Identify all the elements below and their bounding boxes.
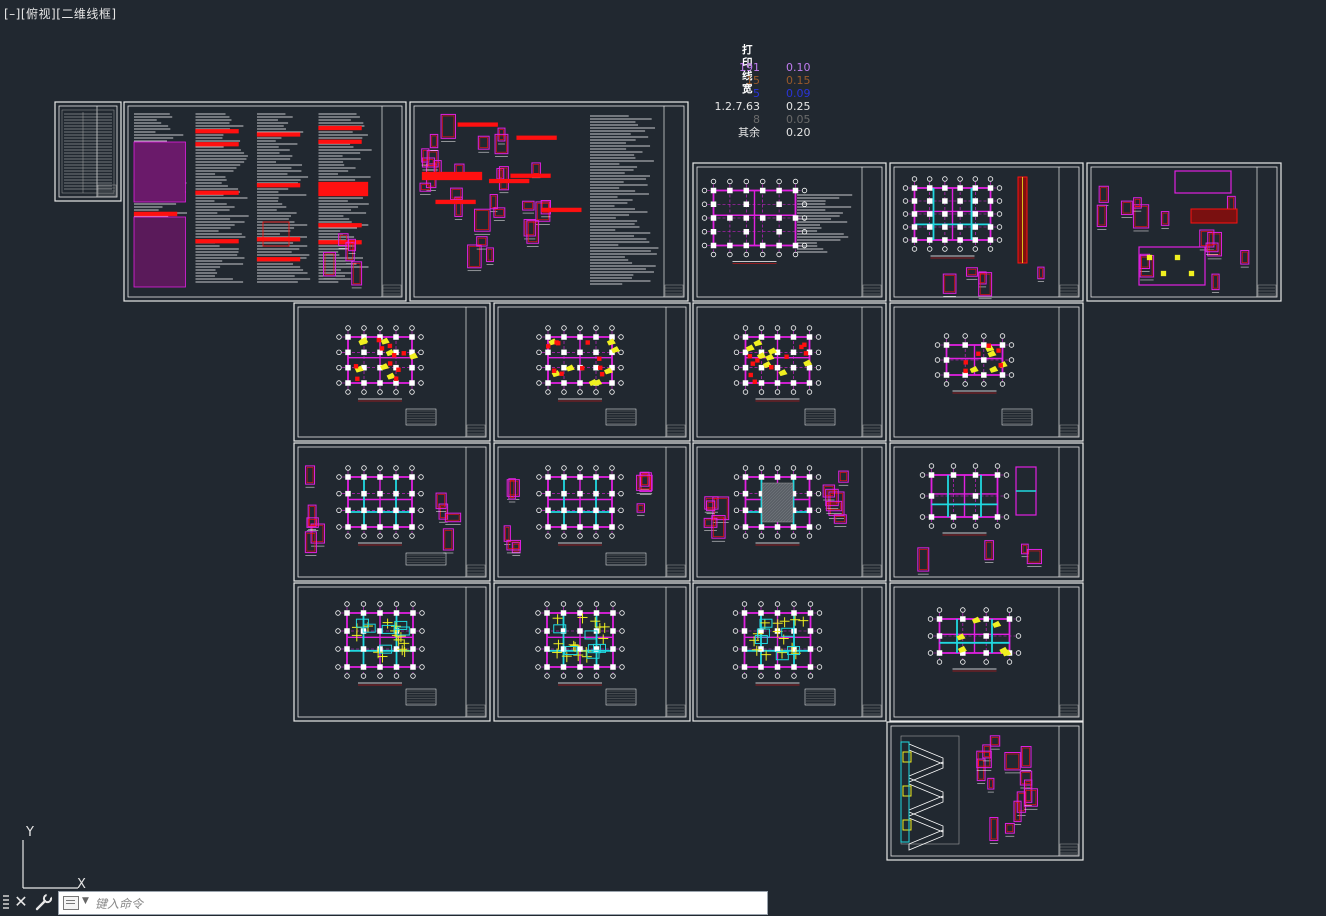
lineweight-width: 0.25 <box>786 100 811 113</box>
drawing-sheet-plan-grid[interactable] <box>692 162 887 302</box>
command-input-box: ▼ <box>58 891 768 915</box>
lineweight-color-label: 8 <box>753 113 760 126</box>
drawing-sheet-slab-rebar[interactable] <box>493 582 691 722</box>
lineweight-width: 0.20 <box>786 126 811 139</box>
drawing-sheet-column-plan[interactable] <box>493 302 691 442</box>
command-line-grip[interactable] <box>3 895 9 909</box>
drawing-sheet-index[interactable] <box>54 101 122 202</box>
drawing-sheet-slab-rebar[interactable] <box>293 582 491 722</box>
viewport-minimize[interactable]: [–] <box>4 7 21 21</box>
drawing-sheet-slab-rebar[interactable] <box>692 582 887 722</box>
wrench-icon[interactable] <box>34 892 54 912</box>
lineweight-width: 0.15 <box>786 74 811 87</box>
drawing-sheet-column-plan[interactable] <box>293 302 491 442</box>
command-input[interactable] <box>93 893 757 915</box>
drawing-sheet-column-plan-small[interactable] <box>889 302 1084 442</box>
drawing-sheet-beam-plan[interactable] <box>293 442 491 582</box>
drawing-sheet-roof-plan[interactable] <box>889 442 1084 582</box>
chevron-down-icon[interactable]: ▼ <box>82 896 89 906</box>
visual-style-menu[interactable]: [二维线框] <box>56 7 117 21</box>
ucs-y-label: Y <box>25 825 34 840</box>
drawing-sheet-roof-slab[interactable] <box>889 582 1084 722</box>
viewport-controls: [–][俯视][二维线框] <box>4 5 117 22</box>
ucs-x-label: X <box>77 877 86 892</box>
lineweight-title: 打印线宽 <box>742 44 753 95</box>
command-history-icon[interactable] <box>63 896 79 910</box>
drawing-sheet-foundation-details[interactable] <box>1086 162 1282 302</box>
lineweight-color-label: 191 <box>739 61 760 74</box>
command-line: ✕ ▼ <box>0 889 770 916</box>
lineweight-color-label: 其余 <box>738 126 760 139</box>
lineweight-width: 0.09 <box>786 87 811 100</box>
lineweight-color-label: 15 <box>746 74 760 87</box>
drawing-sheet-notes[interactable] <box>123 101 407 302</box>
view-cube-menu[interactable]: [俯视] <box>20 7 57 21</box>
lineweight-color-label: 5 <box>753 87 760 100</box>
lineweight-width: 0.05 <box>786 113 811 126</box>
drawing-sheet-plan-columns[interactable] <box>889 162 1084 302</box>
drawing-sheet-stair[interactable] <box>886 721 1084 861</box>
drawing-sheet-slab-hatched[interactable] <box>692 442 887 582</box>
close-icon[interactable]: ✕ <box>14 892 28 911</box>
lineweight-width: 0.10 <box>786 61 811 74</box>
lineweight-color-label: 1.2.7.63 <box>714 100 760 113</box>
drawing-sheet-beam-plan[interactable] <box>493 442 691 582</box>
drawing-sheet-notes-details[interactable] <box>409 101 689 302</box>
ucs-icon: Y X <box>22 825 86 892</box>
drawing-sheet-column-plan[interactable] <box>692 302 887 442</box>
